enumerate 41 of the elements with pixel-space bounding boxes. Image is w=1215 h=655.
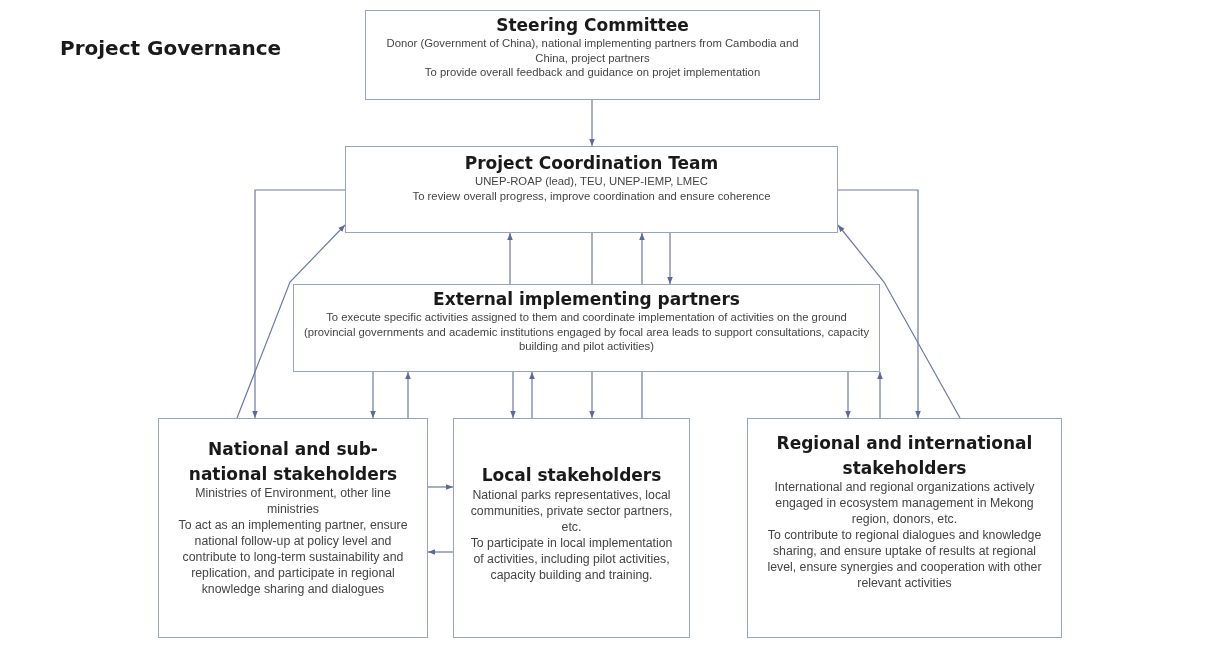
stakeholder-box bbox=[365, 10, 820, 100]
box-heading: Local stakeholders bbox=[481, 464, 662, 487]
box-description: Ministries of Environment, other line ministries bbox=[194, 486, 392, 519]
arrow bbox=[529, 371, 535, 419]
stakeholder-box bbox=[747, 418, 1062, 638]
stakeholder-box bbox=[345, 146, 838, 233]
box-heading: Project Coordination Team bbox=[464, 153, 719, 175]
stakeholder-box bbox=[453, 418, 690, 638]
box-description: International and regional organizations actively engaged in ecosystem management in Mekong region, donors, etc. bbox=[773, 480, 1036, 529]
box-description: National parks representatives, local communities, private sector partners, etc. bbox=[469, 487, 674, 536]
box-description: To contribute to regional dialogues and knowledge sharing, and ensure uptake of results at regional level, ensure synergies and cooperation with other relevant activities bbox=[766, 528, 1043, 593]
arrow bbox=[427, 484, 454, 490]
box-heading: External implementing partners bbox=[433, 289, 740, 311]
arrow bbox=[370, 371, 376, 419]
arrow bbox=[667, 232, 673, 285]
arrow bbox=[405, 371, 411, 419]
box-heading: Steering Committee bbox=[496, 15, 689, 37]
arrow bbox=[510, 371, 516, 419]
box-description: To act as an implementing partner, ensure national follow-up at policy level and contribute to long-term sustainability and replication, and participate in regional knowledge sharing and dialogues bbox=[177, 518, 409, 599]
arrow bbox=[837, 224, 961, 419]
stakeholder-box bbox=[158, 418, 428, 638]
box-description: To review overall progress, improve coordination and ensure coherence bbox=[412, 188, 771, 204]
arrow bbox=[589, 99, 595, 147]
box-heading: Regional and international stakeholders bbox=[775, 432, 1034, 480]
arrow bbox=[507, 232, 513, 285]
arrow bbox=[236, 224, 346, 419]
arrow bbox=[252, 189, 346, 419]
box-description: UNEP-ROAP (lead), TEU, UNEP-IEMP, LMEC bbox=[475, 174, 708, 189]
diagram-title: Project Governance bbox=[60, 36, 282, 60]
box-heading: National and sub-national stakeholders bbox=[187, 438, 399, 486]
stakeholder-box bbox=[293, 284, 880, 372]
box-description: To participate in local implementation of activities, including pilot activities, capacity building and training. bbox=[469, 535, 674, 584]
arrow bbox=[589, 371, 595, 419]
box-description: Donor (Government of China), national implementing partners from Cambodia and China, project partners bbox=[385, 36, 800, 66]
arrow bbox=[639, 232, 645, 285]
arrow bbox=[845, 371, 851, 419]
box-description: To provide overall feedback and guidance on projet implementation bbox=[424, 65, 761, 80]
arrow bbox=[427, 549, 454, 555]
box-description: To execute specific activities assigned to them and coordinate implementation of activities on the ground (provincial governments and academic institutions engaged by focal area leads to support consultations, capacity building and pilot activities) bbox=[302, 310, 871, 354]
arrow bbox=[837, 189, 921, 419]
arrow bbox=[877, 371, 883, 419]
